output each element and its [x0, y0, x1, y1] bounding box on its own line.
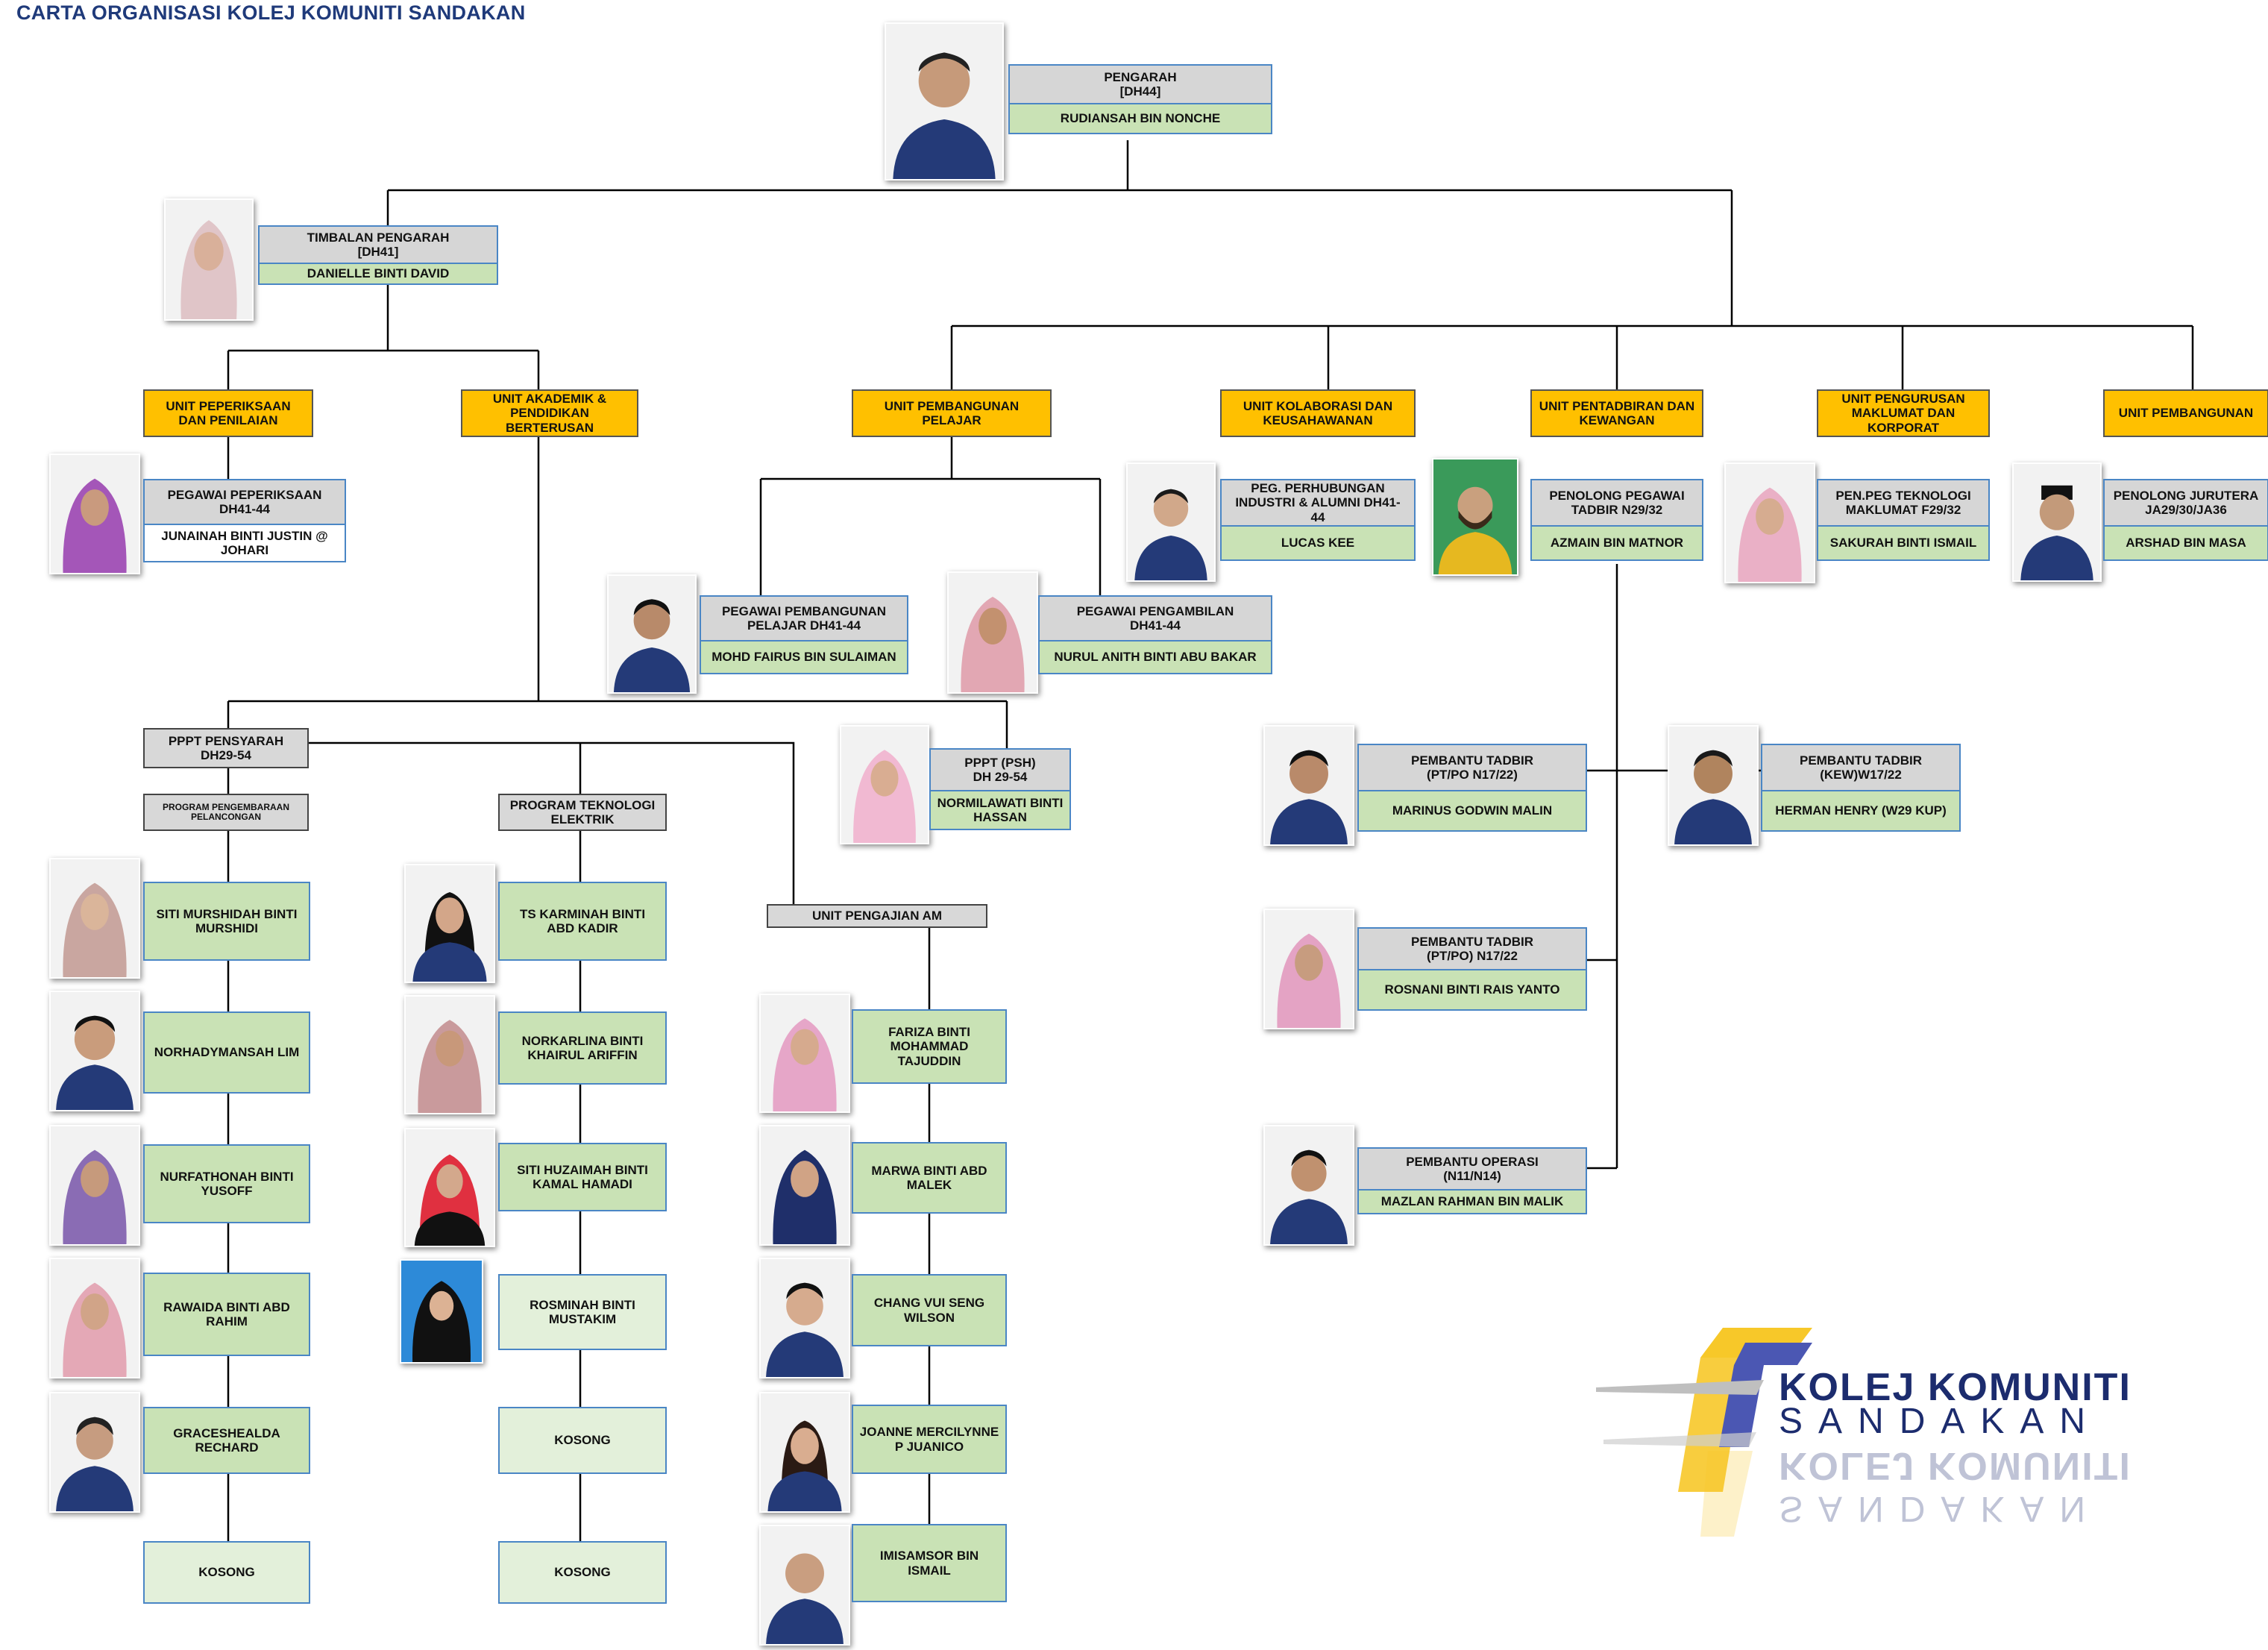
- logo-reflection: SANDAKAN KOLEJ KOMUNITI: [1779, 1444, 2132, 1528]
- lecturer-photo: [759, 1258, 850, 1378]
- pengambilan-officer-title: PEGAWAI PENGAMBILAN DH41-44: [1038, 595, 1272, 640]
- unit-pengajian-am: UNIT PENGAJIAN AM: [767, 904, 987, 928]
- lecturer-box: CHANG VUI SENG WILSON: [852, 1274, 1007, 1346]
- operasi-name: MAZLAN RAHMAN BIN MALIK: [1357, 1189, 1587, 1214]
- lecturer-photo: [759, 994, 850, 1113]
- lecturer-box: ROSMINAH BINTI MUSTAKIM: [498, 1274, 667, 1350]
- lecturer-box-vacant: KOSONG: [143, 1541, 310, 1604]
- program-pelancongan: PROGRAM PENGEMBARAAN PELANCONGAN: [143, 794, 309, 831]
- maklumat-officer-name: SAKURAH BINTI ISMAIL: [1817, 525, 1990, 561]
- unit-pembangunan-pelajar: UNIT PEMBANGUNAN PELAJAR: [852, 389, 1052, 437]
- pt1-title: PEMBANTU TADBIR (PT/PO N17/22): [1357, 744, 1587, 790]
- timbalan-photo: [164, 198, 254, 321]
- lecturer-box: FARIZA BINTI MOHAMMAD TAJUDDIN: [852, 1009, 1007, 1084]
- maklumat-officer-photo: [1724, 462, 1815, 583]
- pembangunan-officer-title: PENOLONG JURUTERA JA29/30/JA36: [2103, 479, 2268, 525]
- pppt-psh-photo: [840, 725, 929, 844]
- pt2-name: ROSNANI BINTI RAIS YANTO: [1357, 969, 1587, 1011]
- kolaborasi-officer-name: LUCAS KEE: [1220, 525, 1416, 561]
- pentadbiran-officer-title: PENOLONG PEGAWAI TADBIR N29/32: [1530, 479, 1703, 525]
- logo-line1: KOLEJ KOMUNITI: [1779, 1366, 2132, 1409]
- maklumat-officer-title: PEN.PEG TEKNOLOGI MAKLUMAT F29/32: [1817, 479, 1990, 525]
- lecturer-box: SITI MURSHIDAH BINTI MURSHIDI: [143, 882, 310, 961]
- lecturer-box: NORHADYMANSAH LIM: [143, 1011, 310, 1094]
- lecturer-photo: [49, 1125, 140, 1246]
- pppt-psh-title: PPPT (PSH) DH 29-54: [929, 748, 1071, 790]
- lecturer-box: GRACESHEALDA RECHARD: [143, 1407, 310, 1474]
- unit-pentadbiran: UNIT PENTADBIRAN DAN KEWANGAN: [1530, 389, 1703, 437]
- lecturer-photo: [759, 1125, 850, 1246]
- lecturer-box: JOANNE MERCILYNNE P JUANICO: [852, 1405, 1007, 1474]
- pembangunan-officer-name: ARSHAD BIN MASA: [2103, 525, 2268, 561]
- pengarah-title: PENGARAH [DH44]: [1008, 64, 1272, 103]
- operasi-title: PEMBANTU OPERASI (N11/N14): [1357, 1147, 1587, 1189]
- lecturer-photo: [49, 1392, 140, 1513]
- pt1-name: MARINUS GODWIN MALIN: [1357, 790, 1587, 832]
- unit-pembangunan: UNIT PEMBANGUNAN: [2103, 389, 2268, 437]
- unit-kolaborasi: UNIT KOLABORASI DAN KEUSAHAWANAN: [1220, 389, 1416, 437]
- pembangunan-pelajar-officer-title: PEGAWAI PEMBANGUNAN PELAJAR DH41-44: [700, 595, 908, 640]
- pt-kew-photo: [1668, 725, 1759, 846]
- lecturer-box-vacant: KOSONG: [498, 1541, 667, 1604]
- timbalan-name: DANIELLE BINTI DAVID: [258, 263, 498, 285]
- pentadbiran-officer-name: AZMAIN BIN MATNOR: [1530, 525, 1703, 561]
- lecturer-photo: [49, 1258, 140, 1378]
- pt-kew-name: HERMAN HENRY (W29 KUP): [1761, 790, 1961, 832]
- kks-logo: KOLEJ KOMUNITI SANDAKAN SANDAKAN KOLEJ K…: [1596, 1320, 2237, 1552]
- lecturer-photo: [400, 1259, 483, 1364]
- pengarah-name: RUDIANSAH BIN NONCHE: [1008, 103, 1272, 134]
- kolaborasi-officer-photo: [1126, 462, 1216, 582]
- unit-akademik: UNIT AKADEMIK & PENDIDIKAN BERTERUSAN: [461, 389, 638, 437]
- pppt-pensyarah: PPPT PENSYARAH DH29-54: [143, 728, 309, 768]
- pembangunan-officer-photo: [2012, 462, 2102, 582]
- unit-peperiksaan: UNIT PEPERIKSAAN DAN PENILAIAN: [143, 389, 313, 437]
- lecturer-box: NORKARLINA BINTI KHAIRUL ARIFFIN: [498, 1011, 667, 1085]
- lecturer-photo: [49, 991, 140, 1111]
- lecturer-box: IMISAMSOR BIN ISMAIL: [852, 1524, 1007, 1602]
- pt2-title: PEMBANTU TADBIR (PT/PO) N17/22: [1357, 927, 1587, 969]
- peperiksaan-officer-photo: [49, 454, 140, 574]
- pt-kew-title: PEMBANTU TADBIR (KEW)W17/22: [1761, 744, 1961, 790]
- lecturer-photo: [404, 864, 495, 983]
- page-title: CARTA ORGANISASI KOLEJ KOMUNITI SANDAKAN: [16, 1, 526, 24]
- pengambilan-officer-photo: [947, 571, 1038, 694]
- lecturer-box: NURFATHONAH BINTI YUSOFF: [143, 1144, 310, 1223]
- lecturer-photo: [759, 1525, 850, 1646]
- peperiksaan-officer-name: JUNAINAH BINTI JUSTIN @ JOHARI: [143, 524, 346, 562]
- pppt-psh-name: NORMILAWATI BINTI HASSAN: [929, 790, 1071, 830]
- logo-line2: SANDAKAN: [1779, 1402, 2102, 1441]
- lecturer-box: SITI HUZAIMAH BINTI KAMAL HAMADI: [498, 1143, 667, 1211]
- lecturer-photo: [49, 858, 140, 979]
- lecturer-photo: [759, 1392, 850, 1513]
- pt2-photo: [1263, 909, 1354, 1029]
- pembangunan-pelajar-officer-photo: [607, 574, 697, 694]
- pentadbiran-officer-photo: [1432, 458, 1518, 576]
- peperiksaan-officer-title: PEGAWAI PEPERIKSAAN DH41-44: [143, 479, 346, 524]
- pt1-photo: [1263, 725, 1354, 846]
- pengarah-photo: [885, 22, 1004, 181]
- lecturer-box: RAWAIDA BINTI ABD RAHIM: [143, 1273, 310, 1356]
- unit-pengurusan-maklumat: UNIT PENGURUSAN MAKLUMAT DAN KORPORAT: [1817, 389, 1990, 437]
- lecturer-photo: [404, 1128, 495, 1247]
- operasi-photo: [1263, 1125, 1354, 1246]
- timbalan-title: TIMBALAN PENGARAH [DH41]: [258, 225, 498, 263]
- pengambilan-officer-name: NURUL ANITH BINTI ABU BAKAR: [1038, 640, 1272, 674]
- pembangunan-pelajar-officer-name: MOHD FAIRUS BIN SULAIMAN: [700, 640, 908, 674]
- lecturer-box: MARWA BINTI ABD MALEK: [852, 1142, 1007, 1214]
- kolaborasi-officer-title: PEG. PERHUBUNGAN INDUSTRI & ALUMNI DH41-…: [1220, 479, 1416, 525]
- lecturer-box-vacant: KOSONG: [498, 1407, 667, 1474]
- logo-mark-icon: [1596, 1328, 1812, 1537]
- program-elektrik: PROGRAM TEKNOLOGI ELEKTRIK: [498, 794, 667, 831]
- lecturer-photo: [404, 995, 495, 1114]
- lecturer-box: TS KARMINAH BINTI ABD KADIR: [498, 882, 667, 961]
